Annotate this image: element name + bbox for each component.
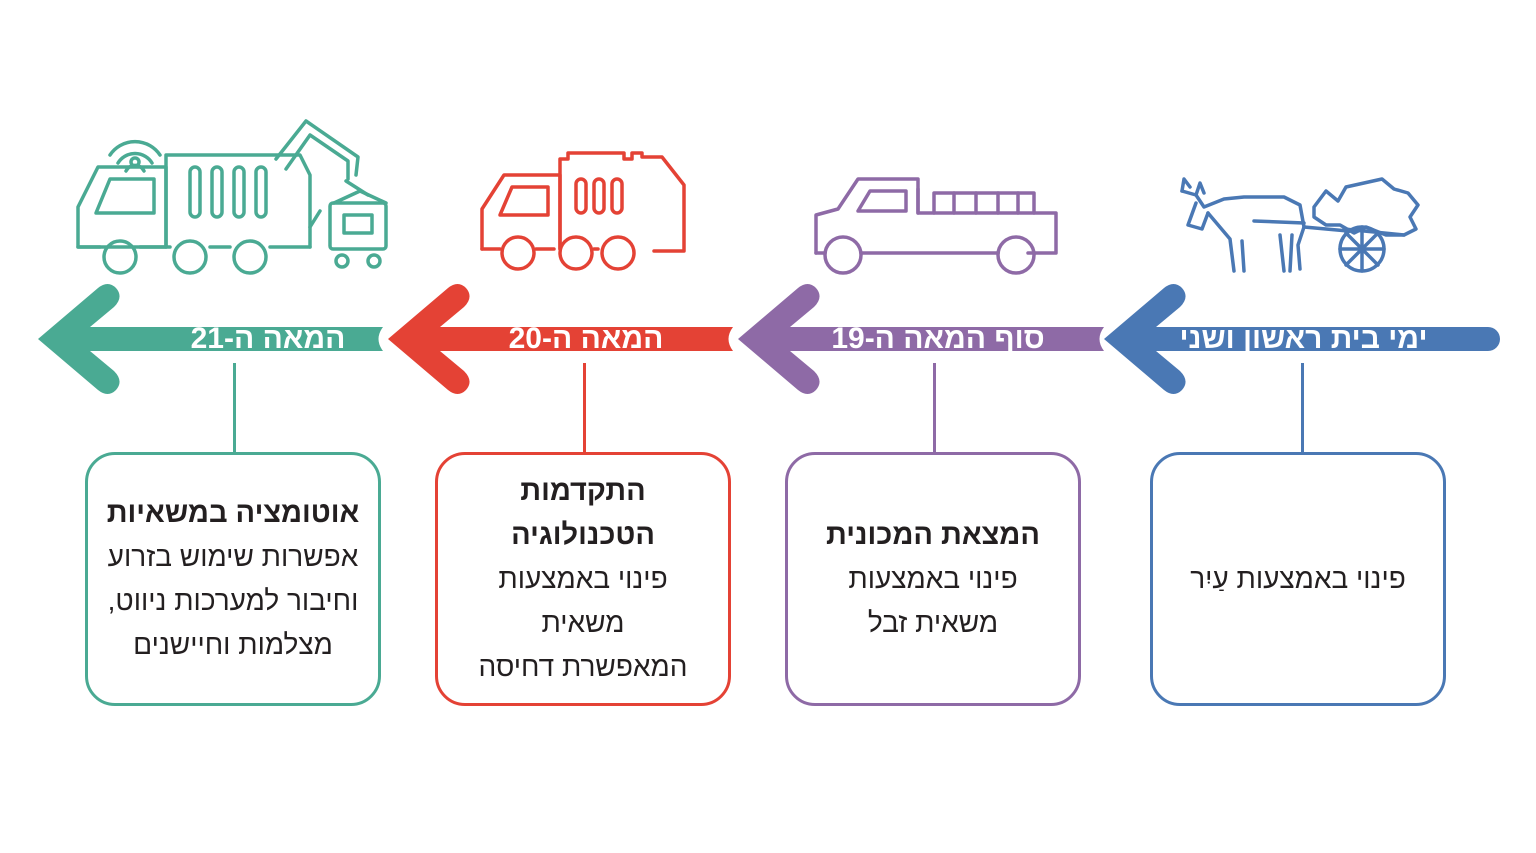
arrow-body: [1104, 284, 1500, 394]
era-21st-century: המאה ה-21 אוטומציה במשאיות אפשרות שימוש …: [38, 0, 418, 853]
card-title: המצאת המכונית: [826, 519, 1040, 551]
era-card: התקדמות הטכנולוגיה פינוי באמצעות משאית ה…: [435, 452, 731, 706]
timeline-arrow: [388, 284, 733, 394]
timeline-arrow: [38, 284, 383, 394]
era-card: אוטומציה במשאיות אפשרות שימוש בזרוע וחיב…: [85, 452, 381, 706]
donkey-cart-icon: [1180, 177, 1420, 273]
timeline-arrow: [1104, 284, 1500, 394]
compactor-truck-icon: [480, 151, 686, 271]
era-label: סוף המאה ה-19: [831, 322, 1045, 355]
card-title: התקדמות הטכנולוגיה: [511, 475, 655, 551]
arrow-body: [38, 284, 383, 394]
era-label: ימי בית ראשון ושני: [1179, 322, 1428, 355]
era-temple-period: ימי בית ראשון ושני פינוי באמצעות עַיִר: [1104, 0, 1500, 853]
era-card: המצאת המכונית פינוי באמצעות משאית זבל: [785, 452, 1081, 706]
arrow-body: [738, 284, 1104, 394]
era-late-19th-century: סוף המאה ה-19 המצאת המכונית פינוי באמצעו…: [738, 0, 1118, 853]
connector-line: [933, 363, 936, 453]
connector-line: [583, 363, 586, 453]
card-description: אפשרות שימוש בזרוע וחיבור למערכות ניווט,…: [107, 541, 359, 660]
timeline-arrow: [738, 284, 1104, 394]
era-label: המאה ה-20: [508, 322, 664, 355]
arrow-body: [388, 284, 733, 394]
era-20th-century: המאה ה-20 התקדמות הטכנולוגיה פינוי באמצע…: [388, 0, 768, 853]
connector-line: [1301, 363, 1304, 453]
card-description: פינוי באמצעות משאית המאפשרת דחיסה: [478, 563, 688, 682]
card-description: פינוי באמצעות משאית זבל: [848, 563, 1018, 638]
era-card: פינוי באמצעות עַיִר: [1150, 452, 1446, 706]
card-description: פינוי באמצעות עַיִר: [1190, 563, 1406, 594]
pickup-truck-icon: [814, 177, 1058, 275]
card-title: אוטומציה במשאיות: [106, 497, 360, 529]
connector-line: [233, 363, 236, 453]
era-label: המאה ה-21: [190, 322, 346, 355]
robotic-arm-truck-icon: [76, 119, 388, 275]
